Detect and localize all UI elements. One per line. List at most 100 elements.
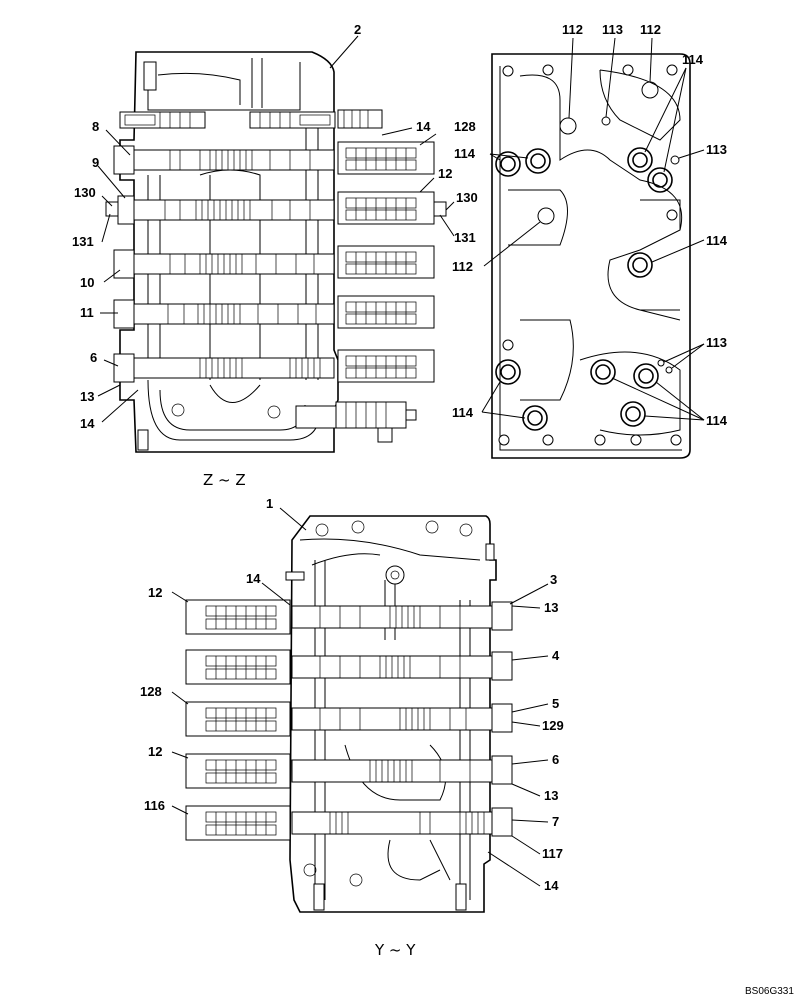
zz-corner-boss <box>137 429 149 451</box>
callout-label: 11 <box>80 305 94 320</box>
plate-view <box>491 53 691 459</box>
callout-label: 8 <box>92 119 99 134</box>
zz-passage <box>251 58 263 108</box>
callout-label: 13 <box>80 389 94 404</box>
callout-label: 9 <box>92 155 99 170</box>
plate-recess <box>520 319 574 401</box>
callout-label: 5 <box>552 696 559 711</box>
yy-plug <box>390 570 400 580</box>
yy-bore <box>425 520 439 534</box>
plate-recess <box>579 351 681 436</box>
yy-view-title: Y ~ Y <box>374 941 416 959</box>
yy-bore <box>351 520 365 534</box>
callout-label: 113 <box>706 335 727 350</box>
plate-bolt-hole <box>670 434 682 446</box>
yy-view: Y ~ Y <box>185 515 513 959</box>
callout-label: 114 <box>682 52 704 67</box>
callout-label: 113 <box>706 142 727 157</box>
callout-label: 12 <box>148 744 162 759</box>
plate-bolt-hole <box>622 64 634 76</box>
yy-passage <box>429 839 451 881</box>
callout-label: 128 <box>454 119 476 134</box>
zz-passage <box>147 62 301 111</box>
callout-label: 10 <box>80 275 94 290</box>
o-ring-114 <box>620 401 646 427</box>
callout-label: 4 <box>552 648 560 663</box>
callout-label: 128 <box>140 684 162 699</box>
callout-label: 130 <box>456 190 478 205</box>
zz-passage <box>147 379 321 441</box>
yy-bore <box>303 863 317 877</box>
callout-label: 6 <box>90 350 97 365</box>
zz-bottom-relief-valve <box>295 401 417 443</box>
zz-view: Z ~ Z <box>105 51 447 489</box>
callout-label: 14 <box>80 416 95 431</box>
callout-label: 131 <box>72 234 94 249</box>
o-ring-114 <box>522 405 548 431</box>
yy-spool-row <box>185 649 513 685</box>
zz-spool-row <box>105 191 447 225</box>
callout-label: 14 <box>416 119 431 134</box>
yy-spool-row <box>185 753 513 789</box>
port-113 <box>665 366 673 374</box>
plate-recess <box>508 189 568 246</box>
callout-label: 3 <box>550 572 557 587</box>
yy-passage <box>387 839 441 881</box>
zz-relief-valve <box>119 111 206 129</box>
callout-label: 114 <box>454 146 476 161</box>
o-ring-114 <box>627 147 653 173</box>
callout-label: 114 <box>452 405 474 420</box>
o-ring-114 <box>495 151 521 177</box>
callout-label: 112 <box>452 259 473 274</box>
zz-view-title: Z ~ Z <box>203 471 246 489</box>
yy-passage <box>459 600 471 900</box>
callout-label: 113 <box>602 22 623 37</box>
callout-label: 114 <box>706 233 728 248</box>
yy-plug <box>385 565 405 585</box>
callout-label: 117 <box>542 846 563 861</box>
plate-inner-outline <box>499 66 682 451</box>
zz-spool-row <box>113 245 435 279</box>
yy-housing-outline <box>289 515 497 913</box>
plate-bolt-hole <box>630 434 642 446</box>
callout-label: 1 <box>266 496 273 511</box>
plate-recess <box>640 199 681 311</box>
callout-label: 14 <box>544 878 559 893</box>
callout-label: 130 <box>74 185 96 200</box>
yy-stud <box>313 883 325 911</box>
yy-bore <box>315 523 329 537</box>
plate-recess <box>519 74 683 321</box>
port-113 <box>657 359 665 367</box>
plate-bolt-hole <box>502 65 514 77</box>
yy-passage <box>311 553 381 566</box>
callout-label: 13 <box>544 600 558 615</box>
zz-bore <box>267 405 281 419</box>
callout-label: 12 <box>148 585 162 600</box>
plate-bolt-hole <box>542 434 554 446</box>
callout-label: 6 <box>552 752 559 767</box>
plate-bolt-hole <box>594 434 606 446</box>
port-112 <box>537 207 555 225</box>
callout-label: 14 <box>246 571 261 586</box>
port-112 <box>559 117 577 135</box>
callout-label: 112 <box>562 22 583 37</box>
yy-stud <box>285 571 305 581</box>
zz-corner-boss <box>143 61 157 91</box>
callout-labels: 2 8 14 128 9 12 130 130 131 131 10 11 6 … <box>72 22 728 893</box>
yy-stud <box>455 883 467 911</box>
plate-bolt-hole <box>666 64 678 76</box>
callout-label: 112 <box>640 22 661 37</box>
zz-bore <box>171 403 185 417</box>
yy-spool-row <box>185 701 513 737</box>
zz-relief-valve <box>249 111 336 129</box>
zz-passage <box>159 389 306 431</box>
yy-bore <box>349 873 363 887</box>
zz-spool-row <box>113 295 435 329</box>
callout-label: 116 <box>144 798 165 813</box>
yy-spool-row <box>185 805 513 841</box>
callout-label: 114 <box>706 413 728 428</box>
o-ring-114 <box>495 359 521 385</box>
o-ring-114 <box>590 359 616 385</box>
port-113 <box>601 116 611 126</box>
